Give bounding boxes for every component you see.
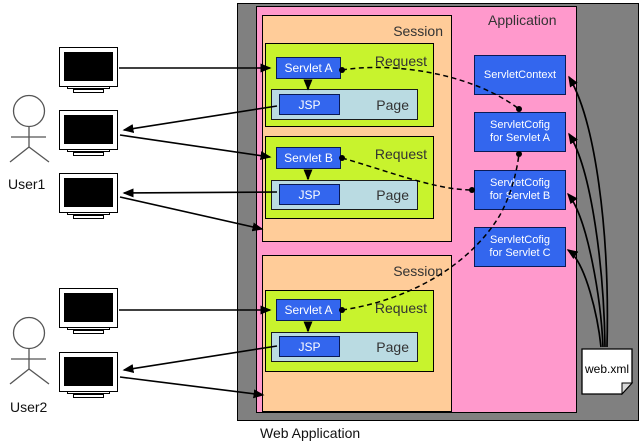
user1-monitor-2 bbox=[59, 110, 118, 156]
jsp-box-3: JSP bbox=[279, 336, 340, 357]
user1-figure bbox=[9, 94, 50, 163]
webxml-label: web.xml bbox=[584, 362, 629, 376]
user1-monitor-1 bbox=[59, 47, 118, 93]
session-2-label: Session bbox=[393, 263, 443, 279]
jsp-box-2: JSP bbox=[279, 184, 340, 205]
servlet-b-box-session1: Servlet B bbox=[276, 147, 341, 169]
user1-label: User1 bbox=[8, 176, 46, 192]
jsp-box-1: JSP bbox=[279, 94, 340, 115]
user2-label: User2 bbox=[10, 399, 48, 415]
session-1-label: Session bbox=[393, 23, 443, 39]
monitor-screen bbox=[64, 293, 113, 322]
page-1-label: Page bbox=[376, 96, 409, 113]
webxml-doc-shape bbox=[581, 348, 634, 396]
page-2-label: Page bbox=[376, 187, 409, 203]
monitor-screen bbox=[64, 178, 113, 207]
monitor-screen bbox=[64, 115, 113, 144]
monitor-screen bbox=[64, 52, 113, 81]
webxml-document: web.xml bbox=[581, 348, 634, 396]
page-3-label: Page bbox=[376, 339, 409, 355]
application-label: Application bbox=[488, 12, 557, 28]
user1-head bbox=[12, 94, 46, 128]
servlet-context-box: ServletContext bbox=[474, 55, 566, 95]
user2-figure bbox=[9, 316, 50, 385]
servlet-a-box-session2: Servlet A bbox=[276, 299, 341, 321]
monitor-screen bbox=[64, 357, 113, 386]
user1-monitor-3 bbox=[59, 173, 118, 219]
servlet-context-label: ServletContext bbox=[483, 68, 557, 81]
user2-head bbox=[12, 316, 46, 350]
user2-monitor-2 bbox=[59, 352, 118, 398]
request-1-label: Request bbox=[374, 53, 427, 69]
user2-monitor-1 bbox=[59, 288, 118, 334]
request-2-label: Request bbox=[374, 146, 427, 162]
web-application-label: Web Application bbox=[260, 425, 361, 441]
servlet-a-box-session1: Servlet A bbox=[276, 57, 341, 79]
request-3-label: Request bbox=[374, 300, 427, 316]
